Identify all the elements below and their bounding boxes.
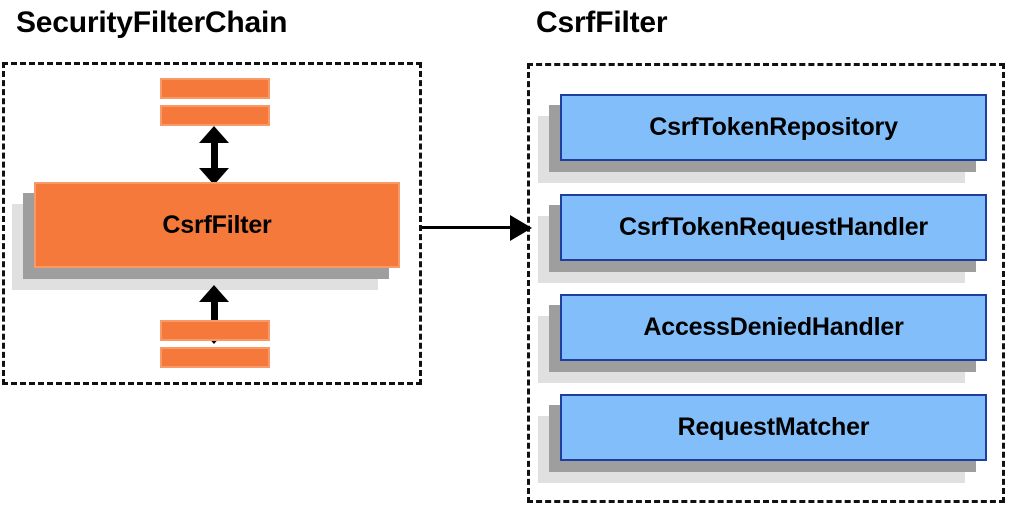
- arrow-head-up: [199, 126, 229, 143]
- node-face: AccessDeniedHandler: [560, 294, 987, 361]
- arrow-head-right: [510, 215, 532, 241]
- arrow-head-down: [199, 168, 229, 185]
- node-face: CsrfTokenRequestHandler: [560, 194, 987, 261]
- filter-bar-top-2: [160, 105, 270, 126]
- csrf-filter-container: [527, 63, 1005, 503]
- node-request-matcher[interactable]: RequestMatcher: [538, 394, 987, 483]
- node-label: CsrfTokenRequestHandler: [619, 213, 928, 241]
- node-label: CsrfTokenRepository: [649, 113, 898, 141]
- node-csrf-filter[interactable]: CsrfFilter: [12, 182, 400, 290]
- node-face: CsrfFilter: [34, 182, 400, 268]
- chain-to-filter-arrow: [422, 215, 532, 241]
- arrow-shaft: [422, 226, 514, 229]
- node-csrf-token-request-handler[interactable]: CsrfTokenRequestHandler: [538, 194, 987, 283]
- node-label: CsrfFilter: [162, 210, 272, 239]
- security-filter-chain-container: [2, 62, 422, 385]
- double-arrow-up: [199, 126, 229, 185]
- filter-bar-bottom-2: [160, 347, 270, 368]
- arrow-shaft: [211, 298, 218, 331]
- filter-bar-bottom-1: [160, 320, 270, 341]
- arrow-head-up: [199, 285, 229, 302]
- node-face: CsrfTokenRepository: [560, 94, 987, 161]
- arrow-shaft: [211, 139, 218, 172]
- node-label: AccessDeniedHandler: [643, 313, 904, 341]
- node-csrf-token-repository[interactable]: CsrfTokenRepository: [538, 94, 987, 183]
- panel-title-security-filter-chain: SecurityFilterChain: [16, 6, 288, 39]
- panel-title-csrf-filter: CsrfFilter: [536, 6, 668, 39]
- node-access-denied-handler[interactable]: AccessDeniedHandler: [538, 294, 987, 383]
- node-label: RequestMatcher: [677, 413, 870, 441]
- filter-bar-top-1: [160, 78, 270, 99]
- node-face: RequestMatcher: [560, 394, 987, 461]
